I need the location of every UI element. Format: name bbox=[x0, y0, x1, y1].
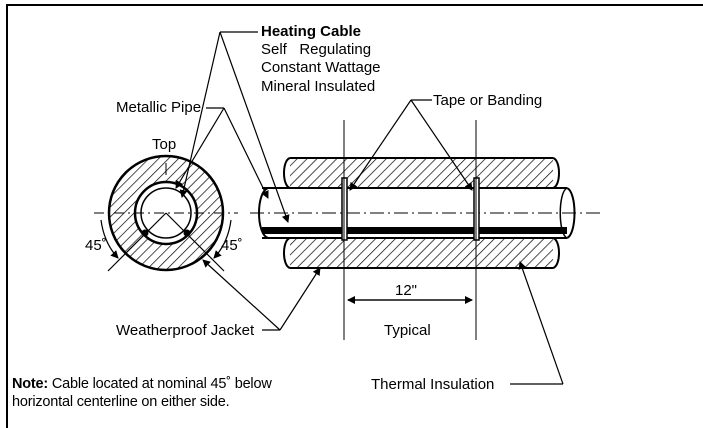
note-line-2: horizontal centerline on either side. bbox=[12, 394, 230, 410]
cable-type-self-regulating: Self Regulating bbox=[261, 41, 371, 58]
heating-cable-line bbox=[262, 227, 567, 234]
note-line-1: Note: Cable located at nominal 45˚ below bbox=[12, 375, 312, 393]
top-label: Top bbox=[152, 136, 176, 153]
cable-type-constant-wattage: Constant Wattage bbox=[261, 59, 381, 76]
metallic-pipe-label: Metallic Pipe bbox=[116, 99, 201, 116]
cable-type-mineral-insulated: Mineral Insulated bbox=[261, 78, 375, 95]
pipe-side-view bbox=[250, 120, 603, 340]
installation-note: Note: Cable located at nominal 45˚ below… bbox=[12, 375, 312, 411]
note-text-1: Cable located at nominal 45˚ below bbox=[48, 376, 272, 392]
typical-label: Typical bbox=[384, 322, 431, 339]
angle-line-left bbox=[107, 212, 167, 272]
weatherproof-jacket-label: Weatherproof Jacket bbox=[116, 322, 255, 339]
note-prefix: Note: bbox=[12, 376, 49, 392]
heating-cable-title: Heating Cable bbox=[261, 23, 361, 40]
cable-right-dot bbox=[183, 229, 191, 237]
angle-line-right bbox=[165, 212, 225, 272]
leader-lines bbox=[175, 31, 564, 385]
thermal-insulation-label: Thermal Insulation bbox=[371, 376, 494, 393]
spacing-label: 12" bbox=[395, 282, 417, 299]
tape-or-banding-label: Tape or Banding bbox=[433, 92, 542, 109]
angle-left-label: 45˚ bbox=[85, 237, 107, 254]
frame-top-border bbox=[6, 4, 703, 6]
frame-left-border bbox=[6, 4, 8, 428]
cable-left-dot bbox=[141, 229, 149, 237]
angle-right-label: 45˚ bbox=[221, 237, 243, 254]
pipe-cross-section bbox=[94, 154, 238, 272]
